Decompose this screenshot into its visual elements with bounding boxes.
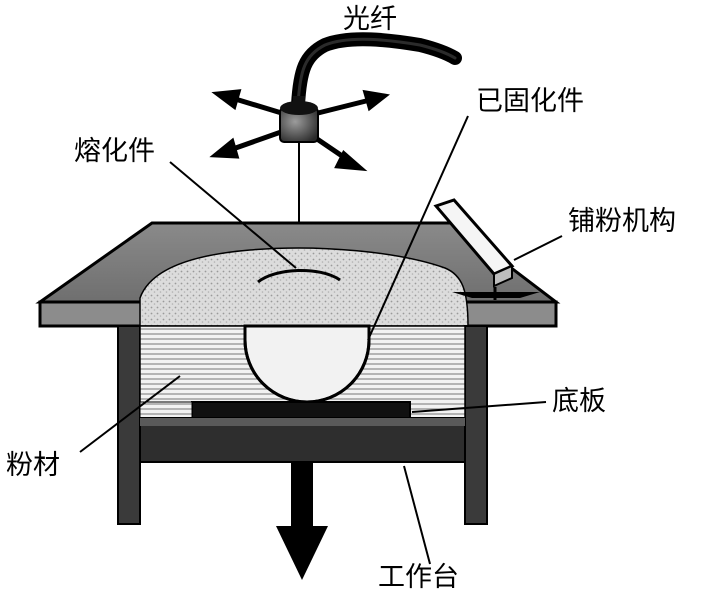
laser-head — [279, 96, 319, 143]
right-wall — [464, 325, 488, 525]
powder-spreader — [433, 198, 540, 300]
melting-part — [257, 269, 341, 284]
powder-surface — [139, 247, 469, 327]
leader-lines — [79, 115, 563, 565]
label-fiber: 光纤 — [343, 4, 397, 35]
label-solidified-part: 已固化件 — [476, 86, 584, 117]
label-powder-spreader: 铺粉机构 — [568, 206, 676, 237]
label-melting-part: 熔化件 — [74, 136, 155, 167]
label-base-plate: 底板 — [552, 386, 606, 417]
label-powder: 粉材 — [6, 450, 60, 481]
base-plate — [191, 401, 411, 419]
label-worktable: 工作台 — [378, 562, 459, 591]
left-wall — [117, 325, 141, 525]
down-arrow — [276, 462, 328, 580]
